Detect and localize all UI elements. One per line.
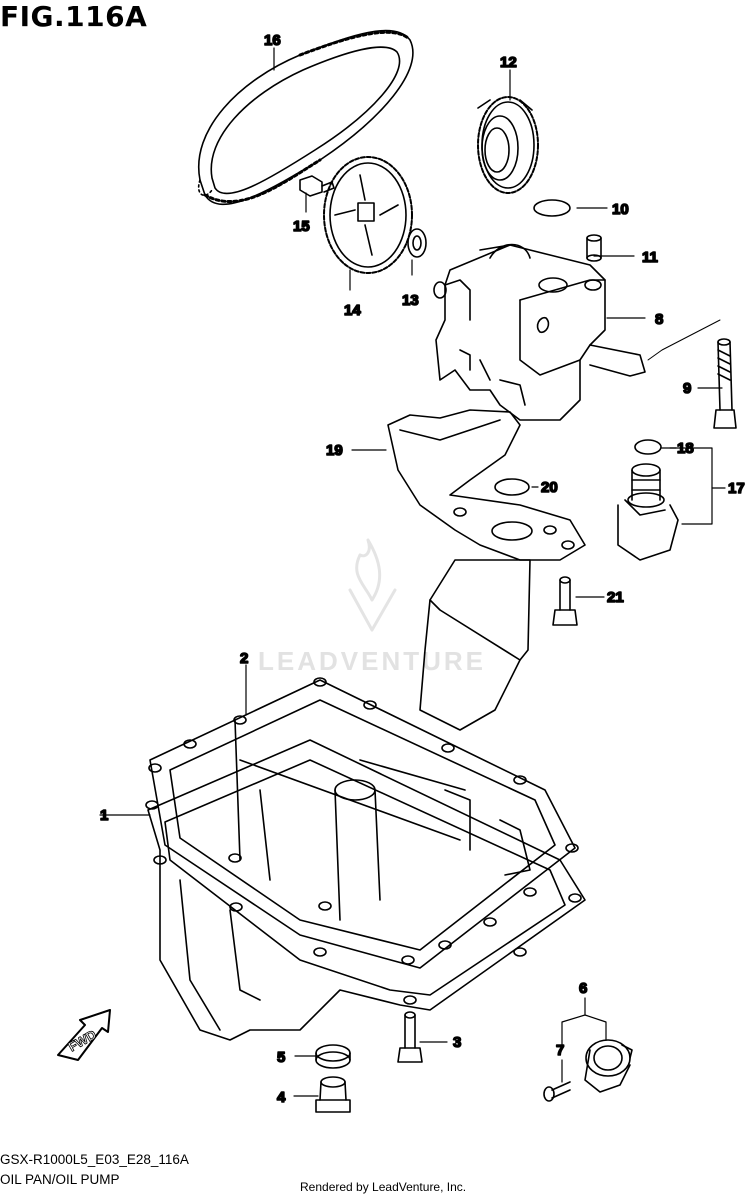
callout-8: 8 <box>655 311 663 328</box>
callout-19: 19 <box>326 442 343 459</box>
callout-7: 7 <box>556 1042 564 1059</box>
o-ring-18 <box>634 439 662 455</box>
oil-strainer <box>387 409 586 731</box>
watermark-logo <box>348 538 397 632</box>
callout-16: 16 <box>264 32 281 49</box>
callout-1: 1 <box>100 807 108 824</box>
callout-21: 21 <box>607 589 624 606</box>
callout-13: 13 <box>402 292 419 309</box>
pan-bolt <box>397 1011 423 1063</box>
sprocket-bolt <box>299 175 335 197</box>
switch-screw <box>543 1081 571 1102</box>
oil-pressure-switch <box>584 1039 633 1093</box>
leader-9-extra <box>647 319 721 361</box>
dowel-pin <box>586 234 602 262</box>
callout-2: 2 <box>240 650 248 667</box>
callout-3: 3 <box>453 1034 461 1051</box>
callout-labels: 1 2 3 4 5 6 7 8 9 10 11 12 13 14 15 16 1… <box>99 31 745 1107</box>
callout-14: 14 <box>344 302 361 319</box>
callout-4: 4 <box>277 1089 286 1106</box>
oil-pump <box>433 243 646 421</box>
rendered-by: Rendered by LeadVenture, Inc. <box>300 1180 467 1194</box>
drive-chain <box>197 29 414 205</box>
oil-pan-gasket <box>148 677 579 969</box>
driven-sprocket <box>323 156 413 274</box>
figure-caption: OIL PAN/OIL PUMP <box>0 1172 120 1187</box>
oil-pan <box>145 719 586 1041</box>
callout-15: 15 <box>293 218 310 235</box>
callout-12: 12 <box>500 54 517 71</box>
fwd-label: FWD <box>66 1027 99 1055</box>
o-ring-20 <box>494 478 530 496</box>
drain-plug <box>315 1076 351 1113</box>
callout-10: 10 <box>612 201 629 218</box>
callout-17: 17 <box>728 480 745 497</box>
drain-gasket <box>315 1044 351 1069</box>
leader-lines <box>99 47 726 1097</box>
callout-6: 6 <box>579 980 587 997</box>
washer <box>407 228 427 258</box>
watermark: LEADVENTURE <box>258 646 487 676</box>
figure-code: GSX-R1000L5_E03_E28_116A <box>0 1152 189 1167</box>
long-bolt <box>713 338 737 429</box>
callout-20: 20 <box>541 479 558 496</box>
fwd-arrow <box>57 1009 111 1061</box>
strainer-bolt <box>552 576 578 626</box>
callout-5: 5 <box>277 1049 285 1066</box>
pump-drive-sprocket <box>477 96 539 194</box>
o-ring-10 <box>533 199 571 217</box>
figure-title: FIG.116A <box>0 0 148 33</box>
callout-18: 18 <box>677 440 694 457</box>
relief-valve <box>617 463 679 561</box>
callout-11: 11 <box>642 249 658 266</box>
callout-9: 9 <box>683 380 691 397</box>
